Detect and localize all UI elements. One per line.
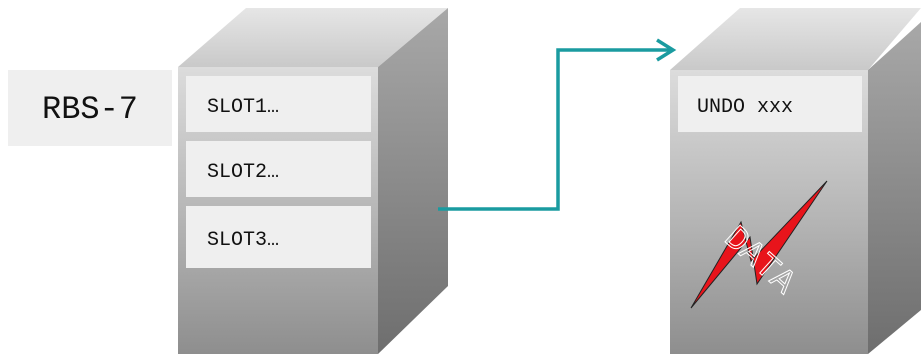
left-server-block: SLOT1… SLOT2… SLOT3… [178,8,448,354]
slot-1-panel [186,76,371,132]
slot-2-panel [186,141,371,197]
lightning-bolt-icon [690,180,828,309]
right-server-block: UNDO xxx DATA [670,8,921,354]
undo-header-label: UNDO xxx [697,96,793,119]
slot-2-label: SLOT2… [207,161,279,184]
undo-header-panel [678,76,862,132]
right-block-top-face [670,8,921,70]
slot-3-label: SLOT3… [207,229,279,252]
arrowhead-icon [656,38,677,62]
slot-1-label: SLOT1… [207,96,279,119]
rbs-label-box [8,70,172,146]
connector-arrow [438,38,677,211]
right-block-side-face [868,22,921,354]
left-block-top-face [178,8,448,67]
left-block-side-face [378,8,448,354]
connector-line [438,48,670,211]
rbs-label: RBS-7 [42,91,138,128]
slot-3-panel [186,206,371,268]
